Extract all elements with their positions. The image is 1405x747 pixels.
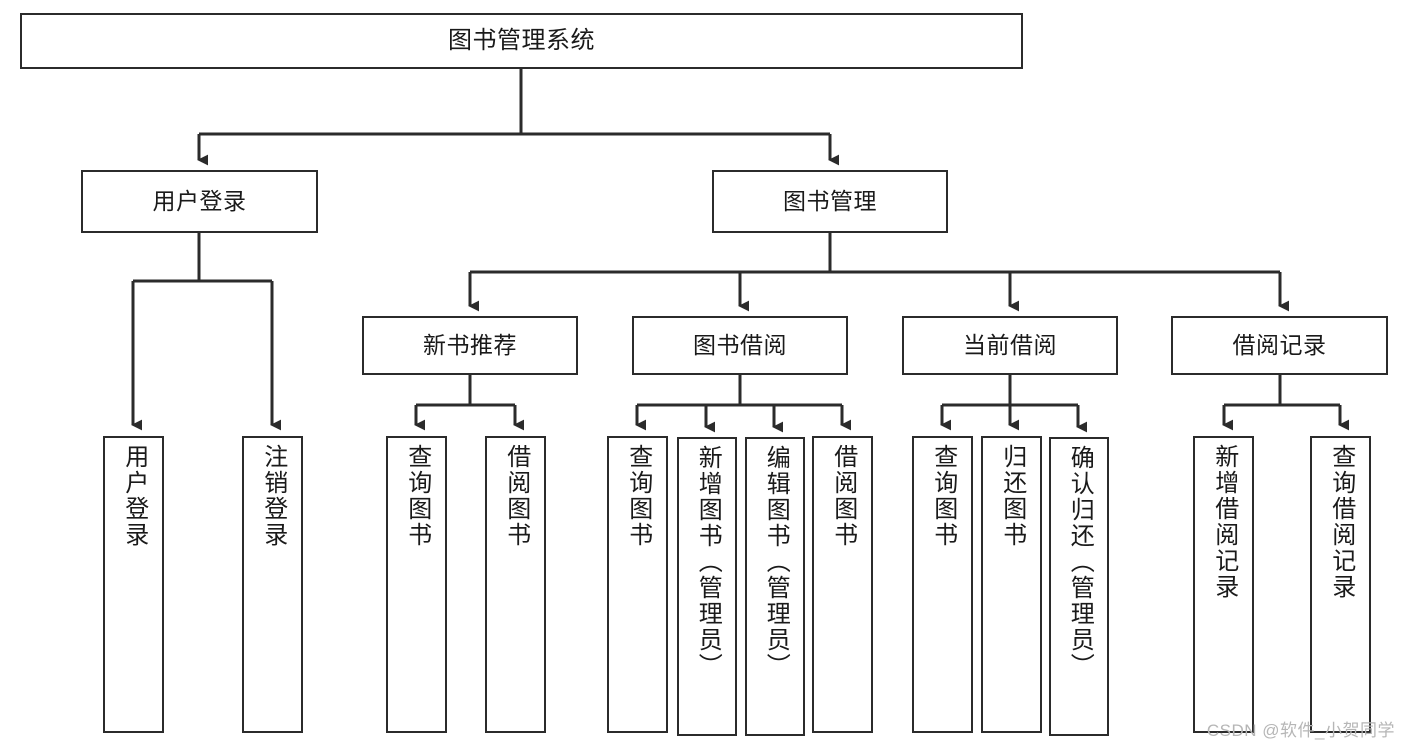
leaf-borrow-book-borrow[interactable]: 借阅图书 <box>812 436 873 733</box>
leaf-logout-label: 注销登录 <box>259 444 287 548</box>
node-new-book-recommend-label: 新书推荐 <box>423 332 517 358</box>
node-borrow-record[interactable]: 借阅记录 <box>1171 316 1388 375</box>
leaf-query-borrow-record-label: 查询借阅记录 <box>1327 444 1355 600</box>
node-book-management[interactable]: 图书管理 <box>712 170 948 233</box>
node-new-book-recommend[interactable]: 新书推荐 <box>362 316 578 375</box>
node-user-login[interactable]: 用户登录 <box>81 170 318 233</box>
leaf-confirm-return-admin[interactable]: 确认归还（管理员） <box>1049 437 1109 736</box>
node-current-borrow-label: 当前借阅 <box>963 332 1057 358</box>
leaf-query-book-current-label: 查询图书 <box>929 444 957 548</box>
leaf-return-book-label: 归还图书 <box>998 444 1026 548</box>
leaf-add-book-admin-label: 新增图书（管理员） <box>694 445 722 679</box>
leaf-query-book-recommend[interactable]: 查询图书 <box>386 436 447 733</box>
leaf-borrow-book-borrow-label: 借阅图书 <box>829 444 857 548</box>
leaf-query-book-borrow-label: 查询图书 <box>624 444 652 548</box>
leaf-query-book-borrow[interactable]: 查询图书 <box>607 436 668 733</box>
node-user-login-label: 用户登录 <box>152 188 247 214</box>
node-root-system-label: 图书管理系统 <box>448 27 595 54</box>
leaf-add-book-admin[interactable]: 新增图书（管理员） <box>677 437 737 736</box>
leaf-add-borrow-record-label: 新增借阅记录 <box>1210 444 1238 600</box>
leaf-logout[interactable]: 注销登录 <box>242 436 303 733</box>
leaf-return-book[interactable]: 归还图书 <box>981 436 1042 733</box>
leaf-add-borrow-record[interactable]: 新增借阅记录 <box>1193 436 1254 733</box>
node-borrow-record-label: 借阅记录 <box>1232 332 1327 358</box>
leaf-query-borrow-record[interactable]: 查询借阅记录 <box>1310 436 1371 733</box>
node-current-borrow[interactable]: 当前借阅 <box>902 316 1118 375</box>
leaf-borrow-book-recommend[interactable]: 借阅图书 <box>485 436 546 733</box>
watermark-text: CSDN @软件_小贺同学 <box>1206 721 1395 740</box>
node-book-management-label: 图书管理 <box>783 188 877 214</box>
leaf-borrow-book-recommend-label: 借阅图书 <box>502 444 530 548</box>
leaf-query-book-current[interactable]: 查询图书 <box>912 436 973 733</box>
leaf-user-login[interactable]: 用户登录 <box>103 436 164 733</box>
leaf-edit-book-admin-label: 编辑图书（管理员） <box>762 445 790 679</box>
leaf-edit-book-admin[interactable]: 编辑图书（管理员） <box>745 437 805 736</box>
leaf-user-login-label: 用户登录 <box>120 444 148 548</box>
node-root-system[interactable]: 图书管理系统 <box>20 13 1023 69</box>
leaf-confirm-return-admin-label: 确认归还（管理员） <box>1066 445 1094 679</box>
leaf-query-book-recommend-label: 查询图书 <box>403 444 431 548</box>
node-book-borrow-label: 图书借阅 <box>693 332 787 358</box>
node-book-borrow[interactable]: 图书借阅 <box>632 316 848 375</box>
